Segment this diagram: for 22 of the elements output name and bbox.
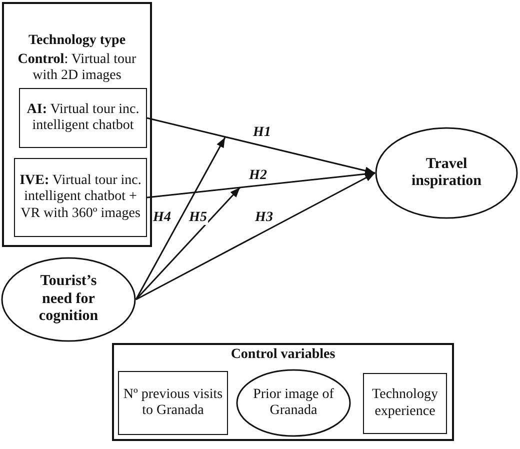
variable-box — [363, 373, 447, 434]
node-label: Travel inspiration — [410, 156, 483, 190]
condition-box — [19, 88, 147, 148]
edge-label: H5 — [188, 211, 208, 225]
node-label: Nº previous visits to Granada — [122, 386, 224, 420]
group-heading: Control variables — [230, 346, 336, 363]
node-label: Prior image of Granada — [252, 386, 335, 420]
node-label: Tourist’s need for cognition — [38, 273, 100, 326]
group-heading: Technology type — [27, 32, 127, 49]
arrow — [146, 170, 376, 198]
arrow — [135, 186, 241, 300]
arrow — [135, 137, 226, 300]
node-label: AI: Virtual tour inc. intelligent chatbot — [26, 102, 140, 134]
variable-box — [118, 371, 228, 435]
arrow — [146, 117, 376, 175]
node-label: Technology experience — [371, 387, 439, 420]
group-description: Control: Virtual tour with 2D images — [16, 52, 138, 84]
arrow — [136, 172, 376, 300]
node-label: IVE: Virtual tour inc. intelligent chatbot + VR with 360º images — [18, 173, 142, 222]
group-box — [2, 2, 152, 247]
group-box — [112, 343, 454, 441]
condition-box — [14, 158, 147, 237]
